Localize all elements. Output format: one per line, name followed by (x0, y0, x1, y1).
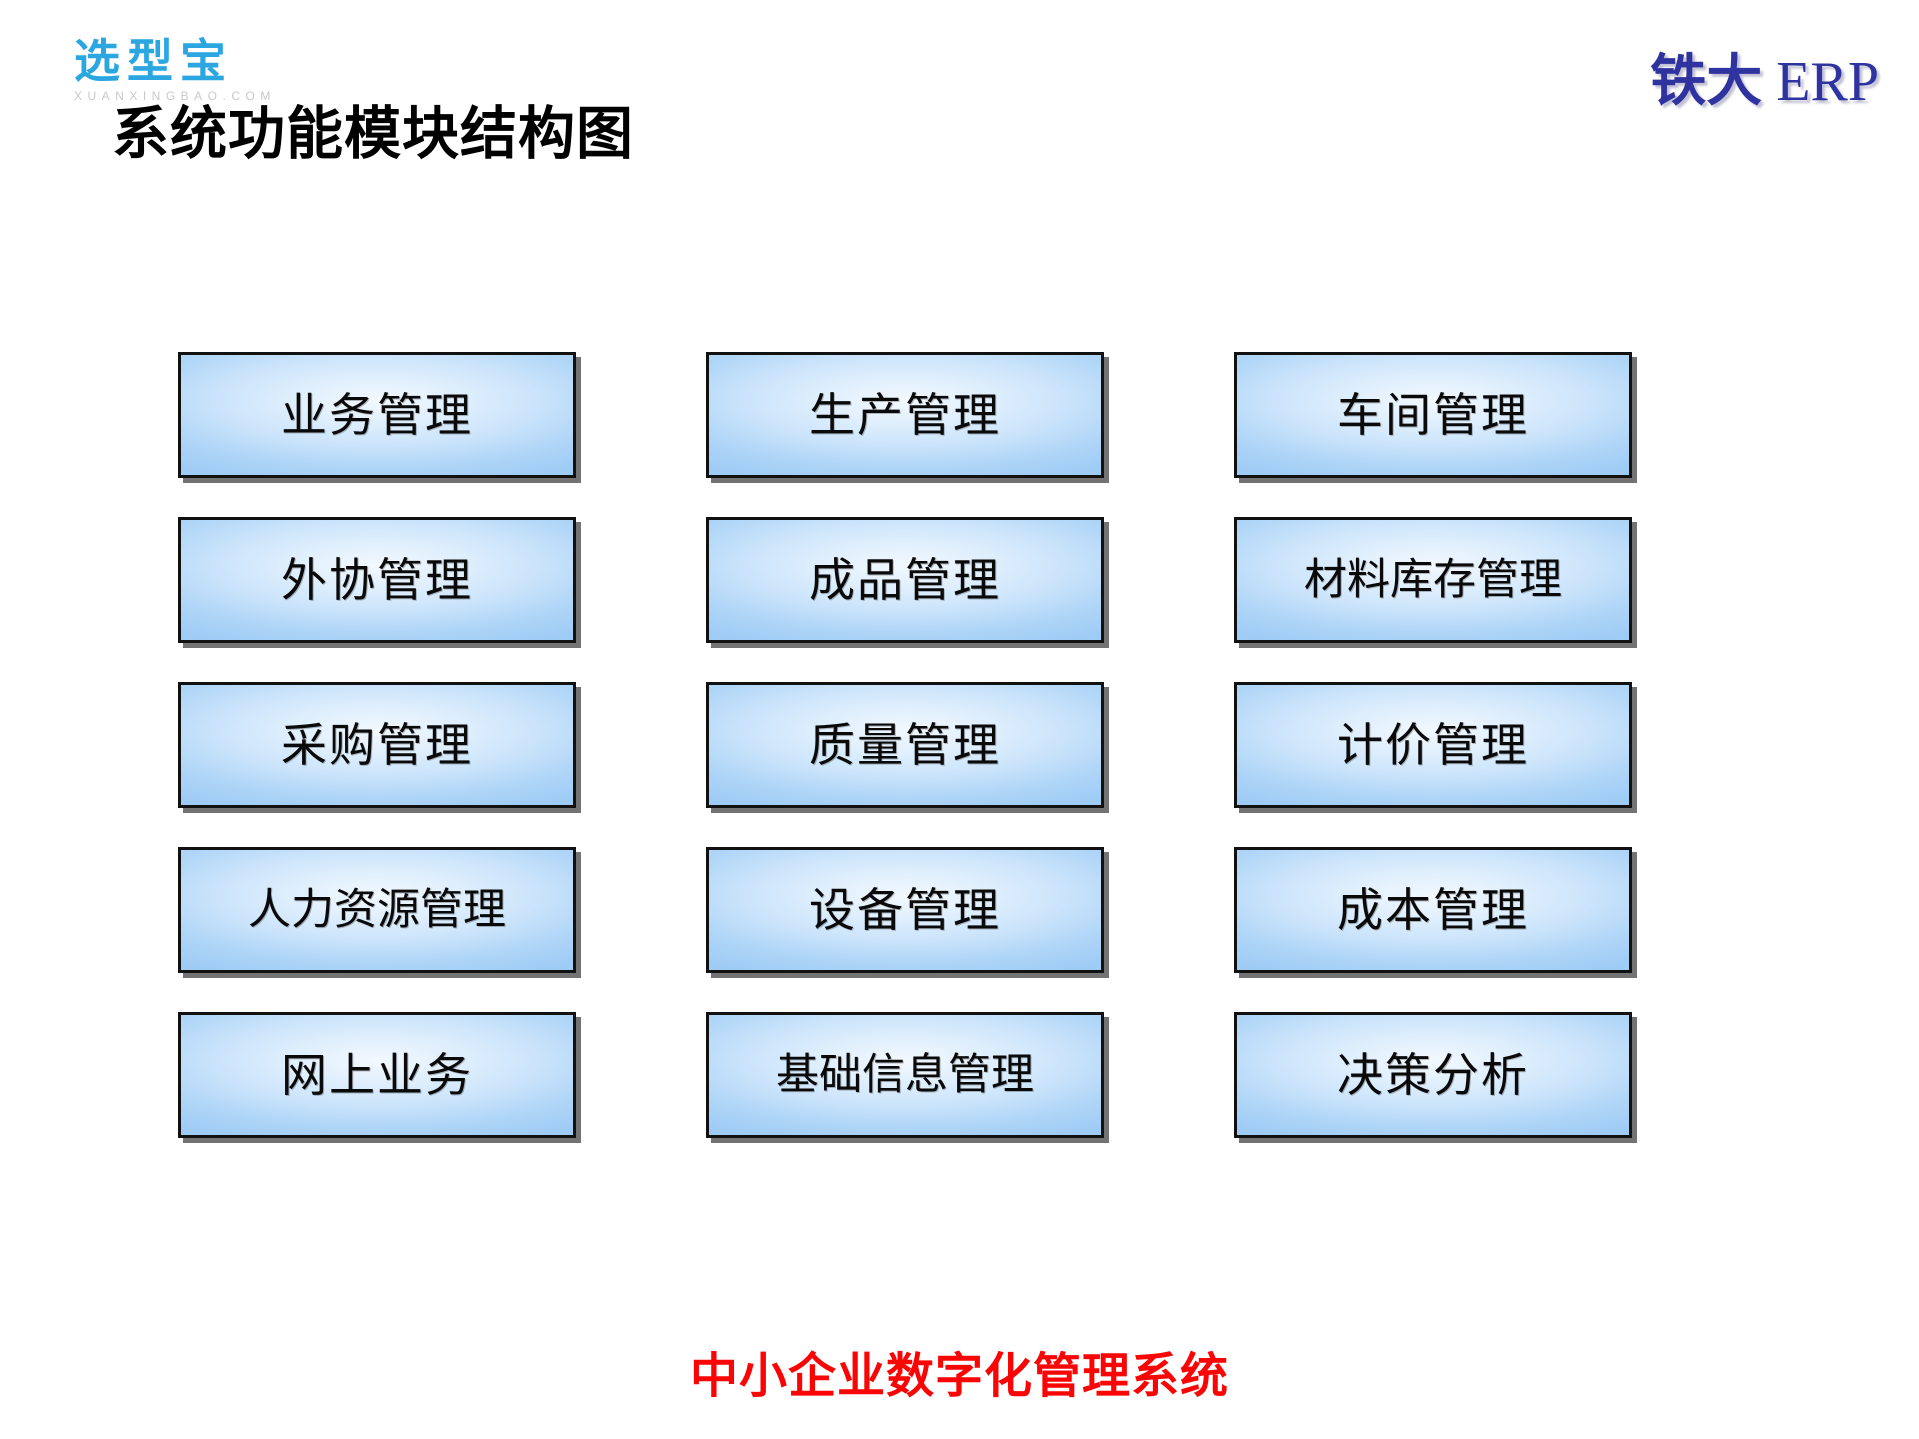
erp-mark-en: ERP (1776, 51, 1879, 113)
module-box[interactable]: 生产管理 (706, 352, 1104, 478)
module-box-label: 材料库存管理 (1304, 554, 1562, 605)
module-box[interactable]: 质量管理 (706, 682, 1104, 808)
module-box-label: 采购管理 (281, 718, 473, 772)
module-box-label: 质量管理 (809, 718, 1001, 772)
module-box[interactable]: 外协管理 (178, 517, 576, 643)
page-title: 系统功能模块结构图 (112, 101, 634, 167)
brand-logo: 选型宝 XUANXINGBAO.COM (74, 38, 334, 103)
module-box[interactable]: 成品管理 (706, 517, 1104, 643)
module-box[interactable]: 业务管理 (178, 352, 576, 478)
module-box[interactable]: 车间管理 (1234, 352, 1632, 478)
module-box-label: 成本管理 (1337, 883, 1529, 937)
module-box-label: 车间管理 (1337, 388, 1529, 442)
module-box[interactable]: 基础信息管理 (706, 1012, 1104, 1138)
module-box-label: 业务管理 (281, 388, 473, 442)
brand-logo-text: 选型宝 (74, 34, 233, 88)
module-box-label: 决策分析 (1337, 1048, 1529, 1102)
module-box-label: 外协管理 (281, 553, 473, 607)
module-box[interactable]: 设备管理 (706, 847, 1104, 973)
module-box[interactable]: 人力资源管理 (178, 847, 576, 973)
module-box[interactable]: 决策分析 (1234, 1012, 1632, 1138)
module-box-label: 成品管理 (809, 553, 1001, 607)
module-box-label: 计价管理 (1337, 718, 1529, 772)
brand-logo-subtext: XUANXINGBAO.COM (74, 89, 276, 103)
module-box-label: 网上业务 (281, 1048, 473, 1102)
module-box-label: 人力资源管理 (248, 884, 506, 935)
module-grid: 业务管理 生产管理 车间管理外协管理 成品管理 材料库存管理采购管理 质量管理 计价管理人力… (178, 352, 1632, 1138)
erp-mark-cn: 铁大 (1650, 49, 1763, 114)
module-box-label: 生产管理 (809, 388, 1001, 442)
module-box[interactable]: 网上业务 (178, 1012, 576, 1138)
module-box-label: 设备管理 (809, 883, 1001, 937)
module-box[interactable]: 采购管理 (178, 682, 576, 808)
erp-product-mark: 铁大 ERP (1650, 36, 1879, 117)
module-box[interactable]: 材料库存管理 (1234, 517, 1632, 643)
module-box[interactable]: 成本管理 (1234, 847, 1632, 973)
module-box[interactable]: 计价管理 (1234, 682, 1632, 808)
module-box-label: 基础信息管理 (776, 1049, 1034, 1100)
footer-tagline: 中小企业数字化管理系统 (689, 1348, 1229, 1404)
